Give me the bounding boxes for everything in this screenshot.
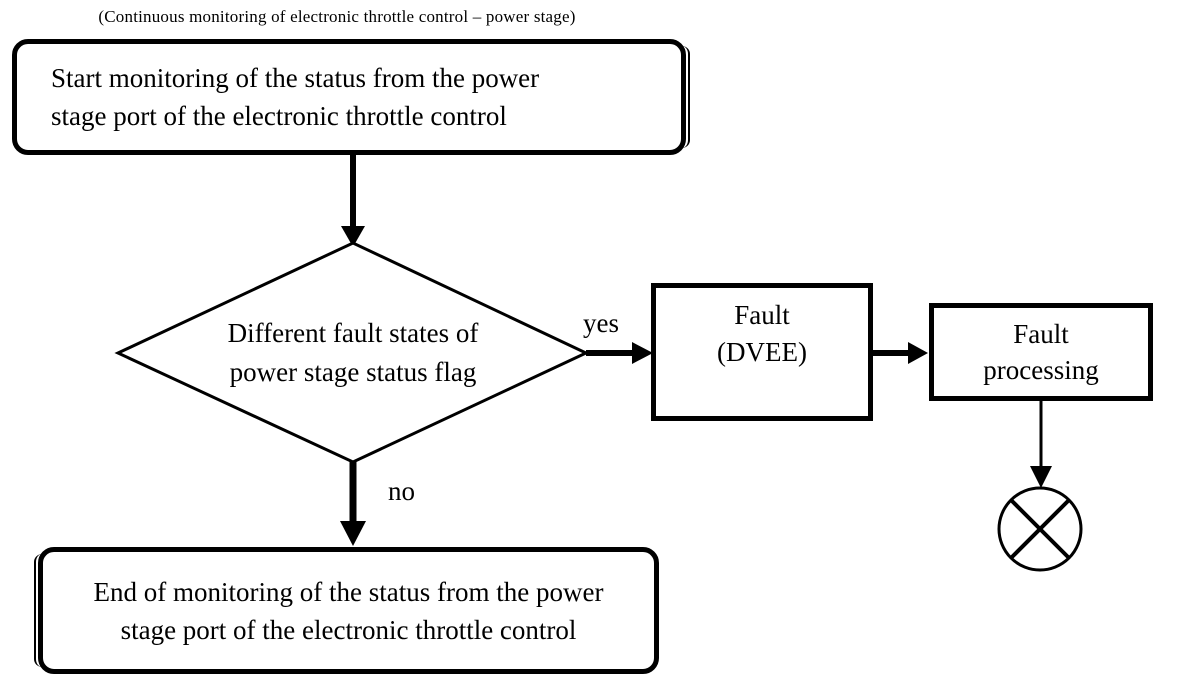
arrow-fault-to-processing: [873, 342, 928, 364]
end-node: End of monitoring of the status from the…: [34, 547, 659, 674]
start-node-line2: stage port of the electronic throttle co…: [51, 101, 507, 131]
no-edge-label: no: [388, 476, 415, 506]
decision-node-line1: Different fault states of: [227, 318, 479, 348]
arrow-decision-to-end: [340, 462, 366, 546]
end-node-line1: End of monitoring of the status from the…: [93, 576, 604, 607]
arrow-processing-to-terminator: [1030, 401, 1052, 488]
fault-processing-line1: Fault: [1013, 319, 1069, 349]
diagram-title: (Continuous monitoring of electronic thr…: [98, 7, 576, 26]
arrow-decision-to-fault: [586, 342, 653, 364]
fault-processing-node: Fault processing: [929, 303, 1153, 401]
decision-node-label: Different fault states of power stage st…: [203, 314, 503, 392]
decision-node-line2: power stage status flag: [229, 357, 477, 387]
start-node: Start monitoring of the status from the …: [12, 39, 690, 155]
fault-node-line1: Fault: [734, 300, 790, 330]
fault-processing-line2: processing: [983, 355, 1099, 385]
fault-node: Fault (DVEE): [651, 283, 873, 421]
arrow-start-to-decision: [341, 155, 365, 247]
circle-cross-icon: [997, 486, 1083, 572]
start-node-line1: Start monitoring of the status from the …: [51, 63, 540, 93]
yes-edge-label: yes: [583, 308, 619, 338]
end-node-line2: stage port of the electronic throttle co…: [120, 614, 577, 645]
fault-node-line2: (DVEE): [717, 337, 807, 367]
